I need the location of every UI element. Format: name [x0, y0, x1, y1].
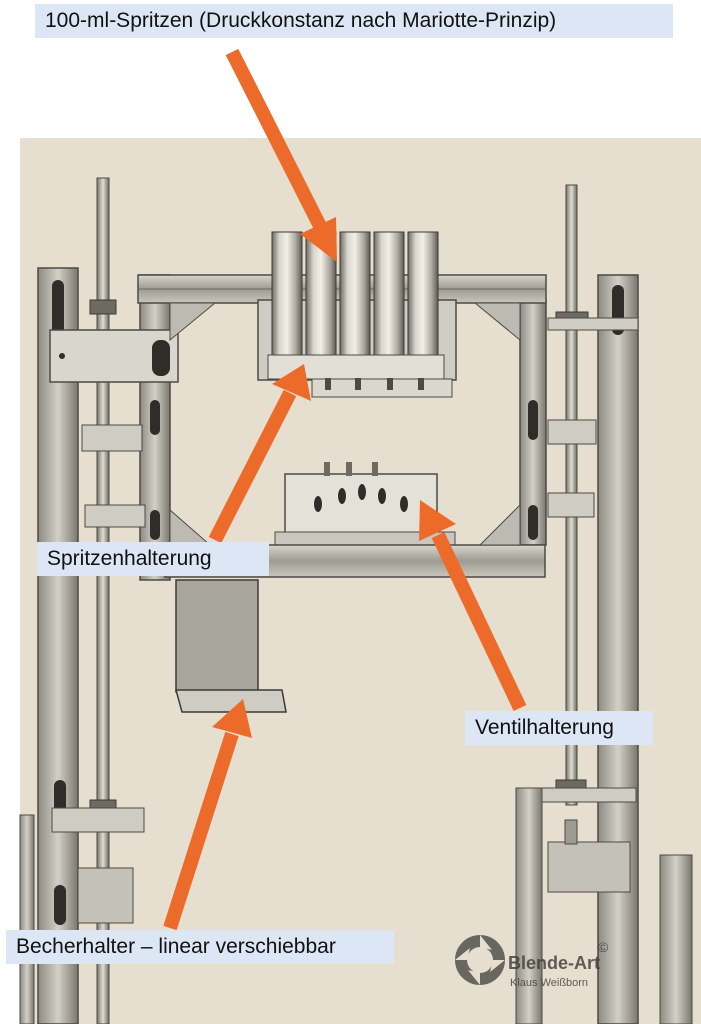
- arrow-syringe-holder: [208, 364, 311, 544]
- corner-gusset-right: [473, 302, 521, 342]
- arrow-cup-holder: [163, 699, 252, 931]
- label-syringes: 100-ml-Spritzen (Druckkonstanz nach Mari…: [35, 4, 673, 38]
- left-frame: [19, 177, 179, 1024]
- label-cup-holder: Becherhalter – linear verschiebbar: [6, 930, 394, 964]
- right-frame: [515, 184, 693, 1024]
- watermark: Blende-Art © Klaus Weißborn: [455, 935, 609, 989]
- aperture-icon: [455, 935, 505, 985]
- label-valve-holder: Ventilhalterung: [465, 711, 653, 745]
- arrow-syringes: [225, 48, 337, 262]
- watermark-copyright: ©: [598, 939, 609, 955]
- corner-gusset-left: [169, 302, 217, 342]
- cup-holder-bracket: [175, 579, 287, 713]
- right-outer-rail: [597, 274, 639, 1024]
- watermark-brand: Blende-Art: [508, 953, 600, 973]
- watermark-author: Klaus Weißborn: [510, 977, 588, 989]
- valve-holder: [274, 462, 456, 549]
- syringe-block: [257, 231, 457, 398]
- label-syringe-holder: Spritzenhalterung: [37, 542, 269, 576]
- arrow-valve-holder: [419, 500, 527, 711]
